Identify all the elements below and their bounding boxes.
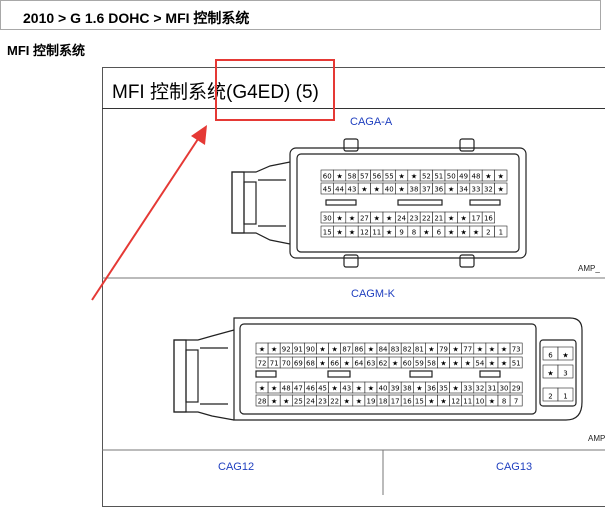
amp-label-1: AMP_ xyxy=(578,264,600,273)
connector-label-caga: CAGA-A xyxy=(350,116,393,128)
connector-label-cag13: CAG13 xyxy=(496,461,533,473)
connector-label-cagm: CAGM-K xyxy=(351,288,395,300)
breadcrumb: 2010 > G 1.6 DOHC > MFI 控制系统 xyxy=(0,0,601,30)
connector-diagram xyxy=(102,67,605,507)
amp-label-2: AMP_ xyxy=(588,434,605,443)
connector-label-cag12: CAG12 xyxy=(218,461,255,473)
title-divider xyxy=(102,108,605,109)
breadcrumb-text: 2010 > G 1.6 DOHC > MFI 控制系统 xyxy=(23,10,250,26)
section-title: MFI 控制系统 xyxy=(7,43,85,58)
highlight-box xyxy=(215,59,335,121)
